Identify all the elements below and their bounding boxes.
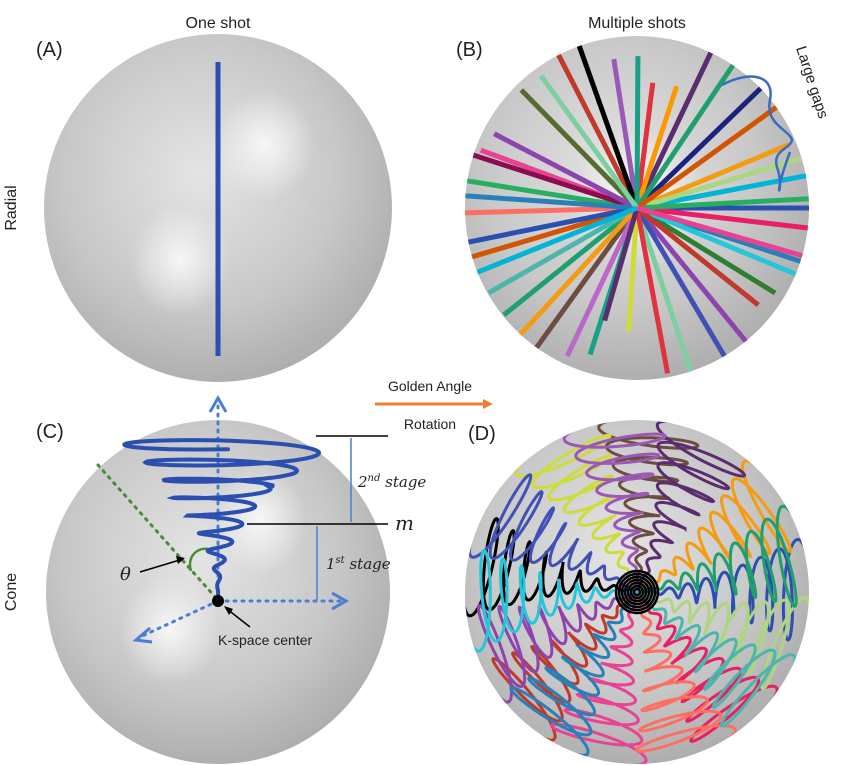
radial-spoke [531, 206, 640, 354]
radial-spoke [636, 205, 809, 261]
radial-spoke [636, 205, 798, 277]
panel-label-d: (D) [468, 423, 496, 445]
column-title-multiple-shots: Multiple shots [588, 15, 686, 32]
panel-d: (D) [465, 420, 809, 764]
theta-pointer [139, 558, 184, 573]
cone-trajectory [467, 473, 638, 594]
radial-spoke [634, 56, 641, 209]
radial-spoke [634, 206, 729, 362]
radial-spoke [512, 206, 639, 343]
radial-spoke [636, 195, 809, 211]
radial-spoke [626, 207, 640, 332]
cone-trajectory [636, 504, 809, 609]
radial-spoke [634, 82, 656, 209]
center-cone-ring [620, 575, 654, 609]
radial-spoke [538, 74, 640, 210]
golden-angle-label: Golden Angle [388, 378, 472, 394]
panel-a: (A) [36, 34, 392, 382]
radial-spoke [635, 82, 767, 210]
cone-trajectory [514, 433, 639, 593]
golden-angle-arrowhead [483, 399, 493, 409]
k-space-center-dot [212, 595, 224, 607]
kz-arrowhead-icon [208, 394, 228, 413]
radial-spoke [564, 206, 640, 358]
center-cone-ring [614, 569, 660, 615]
radial-spoke [611, 58, 640, 209]
center-cone-ring [629, 584, 645, 600]
column-title-one-shot: One shot [186, 15, 251, 32]
radial-spoke [551, 44, 640, 210]
radial-spoke [634, 45, 716, 210]
center-cone-ring [626, 581, 648, 603]
center-cone-ring [623, 578, 651, 606]
panel-c: (C) θ K-space center 2nd stage 1st stage… [36, 394, 426, 764]
cone-trajectory [636, 590, 809, 691]
cone-trajectory [634, 591, 737, 761]
large-gaps-brace [721, 75, 794, 192]
radial-spoke [634, 61, 737, 210]
radial-spoke [634, 85, 680, 209]
radial-spoke [502, 206, 639, 317]
panel-label-b: (B) [456, 39, 483, 61]
cone-trajectory [635, 590, 797, 728]
theta-label: θ [120, 564, 131, 585]
row-title-cone: Cone [3, 573, 20, 611]
large-gaps-label: Large gaps [792, 44, 831, 121]
radial-spoke [573, 36, 640, 209]
kx-arrowhead-icon [331, 591, 350, 611]
radial-spoke [519, 88, 639, 210]
panel-b: (B) Large gaps [456, 36, 832, 380]
center-cone-ring [632, 587, 642, 597]
radial-spoke [636, 171, 809, 211]
cone-trajectory [635, 420, 746, 593]
radial-spoke [635, 206, 760, 307]
panel-label-c: (C) [36, 421, 64, 443]
radial-spoke [635, 206, 749, 345]
cone-trajectory [562, 420, 667, 593]
radial-spoke [465, 177, 638, 211]
radial-spoke [469, 205, 638, 260]
m-label: m [395, 511, 414, 535]
rotation-label: Rotation [404, 416, 456, 432]
cone-trajectory [473, 590, 638, 704]
panel-label-a: (A) [36, 39, 63, 61]
cone-trajectory [509, 591, 639, 757]
cone-trajectory [465, 548, 637, 653]
ky-axis [138, 599, 220, 639]
center-cone-ring [617, 572, 657, 612]
radial-spoke [465, 205, 638, 216]
radial-spoke [634, 207, 694, 373]
radial-spoke [487, 205, 639, 295]
ky-arrowhead-icon [132, 626, 153, 644]
radial-spoke [493, 131, 639, 211]
radial-spoke [602, 207, 640, 322]
radial-spoke [636, 205, 809, 232]
radial-spoke [475, 205, 638, 275]
cone-trajectory [636, 459, 793, 594]
stage2-label: 2nd stage [357, 473, 426, 491]
radial-spoke [636, 156, 802, 211]
k-space-center-label: K-space center [218, 632, 312, 648]
cone-trajectory [465, 516, 638, 618]
cone-trajectory [122, 438, 322, 602]
cone-edge [96, 463, 218, 600]
row-title-radial: Radial [3, 185, 20, 230]
cone-trajectory [550, 591, 648, 764]
radial-spoke [635, 101, 783, 211]
radial-spoke [636, 142, 791, 211]
stage1-label: 1st stage [326, 555, 391, 573]
radial-spoke [465, 205, 638, 246]
radial-spoke [634, 207, 671, 374]
radial-spoke [465, 192, 638, 211]
radial-spoke [635, 205, 777, 296]
radial-spoke [465, 150, 638, 211]
